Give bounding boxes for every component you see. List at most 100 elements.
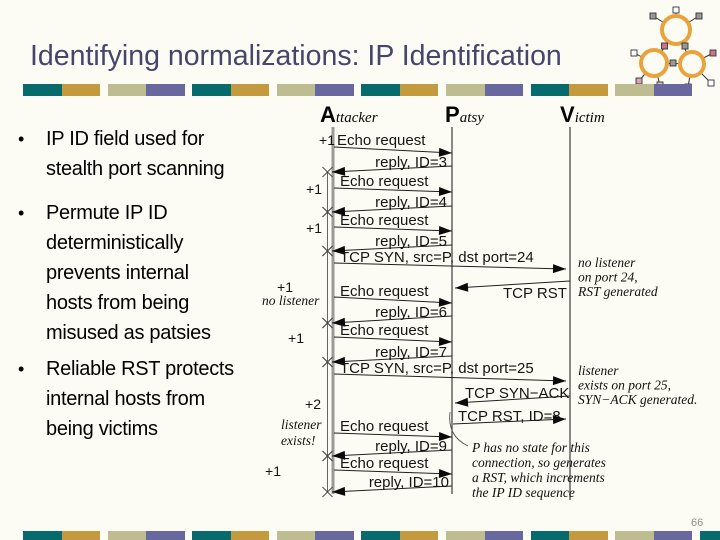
arrowhead-icon <box>455 282 469 292</box>
message-label: reply, ID=9 <box>375 438 447 455</box>
increment-cross-icon <box>322 450 333 462</box>
message-arrow <box>331 205 453 213</box>
increment-label: +1 <box>288 330 304 346</box>
increment-cross-icon <box>322 356 333 368</box>
message-label: Echo request <box>340 322 429 339</box>
message-arrow <box>331 485 453 493</box>
message-arrow <box>333 146 453 154</box>
accent-bar-segment <box>23 531 62 540</box>
message-arrow <box>452 418 567 425</box>
accent-bar-segment <box>107 531 147 540</box>
message-label: reply, ID=7 <box>375 344 447 361</box>
message-arrow <box>331 244 453 252</box>
arrowhead-icon <box>438 297 452 307</box>
message-arrow <box>454 395 571 404</box>
accent-bar-segment <box>615 531 654 540</box>
arrowhead-icon <box>552 264 566 274</box>
message-label: reply, ID=10 <box>369 474 449 491</box>
accent-bar-segment <box>315 84 354 96</box>
bullet-item: • Reliable RST protects internal hosts f… <box>18 354 268 444</box>
arrowhead-icon <box>332 317 346 327</box>
accent-bar-segment <box>569 84 608 96</box>
message-label: Echo request <box>340 418 429 435</box>
accent-bar-segment <box>484 531 523 540</box>
arrowhead-icon <box>438 469 452 479</box>
accent-bar-segment <box>399 531 439 540</box>
increment-cross-icon <box>322 356 333 368</box>
bullet-item: • Permute IP ID deterministically preven… <box>18 198 268 348</box>
accent-bar-segment <box>107 84 147 96</box>
message-arrow <box>331 315 453 324</box>
increment-cross-icon <box>322 356 333 368</box>
arrowhead-icon <box>332 356 346 366</box>
increment-cross-icon <box>322 486 333 498</box>
message-label: Echo request <box>340 173 429 190</box>
increment-cross-icon <box>322 317 333 329</box>
increment-label: +1 <box>306 181 322 197</box>
increment-label: +1 <box>277 279 293 295</box>
message-label: reply, ID=3 <box>375 154 447 171</box>
arrowhead-icon <box>552 415 566 425</box>
accent-bar-segment <box>361 84 400 96</box>
arrowhead-icon <box>438 432 452 442</box>
message-label: reply, ID=6 <box>375 304 447 321</box>
message-label: TCP SYN, src=P, dst port=24 <box>340 249 534 266</box>
message-arrow <box>333 432 453 438</box>
message-label: TCP RST <box>503 285 567 302</box>
increment-cross-icon <box>322 166 333 178</box>
arrowhead-icon <box>552 376 566 386</box>
increment-cross-icon <box>322 245 333 257</box>
increment-cross-icon <box>322 245 333 257</box>
page-title: Identifying normalizations: IP Identific… <box>30 40 562 72</box>
accent-bar-segment <box>484 84 523 96</box>
accent-bar-segment <box>315 531 354 540</box>
accent-bar-segment <box>446 84 485 96</box>
page-number: 66 <box>691 517 704 529</box>
increment-cross-icon <box>322 450 333 462</box>
increment-cross-icon <box>322 450 333 462</box>
arrowhead-icon <box>455 397 469 407</box>
message-arrow <box>333 296 453 304</box>
accent-bar-segment <box>61 531 100 540</box>
message-label: reply, ID=4 <box>375 194 447 211</box>
actor-label: Attacker <box>320 102 378 127</box>
accent-bar-segment <box>446 531 485 540</box>
bullet-marker: • <box>18 359 25 379</box>
accent-bar-segment <box>653 531 693 540</box>
arrowhead-icon <box>438 226 452 236</box>
bullet-item: • IP ID field used for stealth port scan… <box>18 124 268 184</box>
message-arrow <box>454 280 571 289</box>
arrowhead-icon <box>332 245 346 255</box>
accent-bar-segment <box>192 531 231 540</box>
note-text: no listener <box>262 293 320 308</box>
bullet-text: Permute IP ID deterministically prevents… <box>46 202 211 344</box>
message-label: reply, ID=5 <box>375 233 447 250</box>
increment-cross-icon <box>322 317 333 329</box>
increment-cross-icon <box>322 245 333 257</box>
increment-label: +2 <box>305 396 321 412</box>
accent-bar-segment <box>530 84 570 96</box>
accent-bar-segment <box>61 84 100 96</box>
message-label: Echo request <box>337 132 426 149</box>
message-arrow <box>331 355 453 363</box>
increment-cross-icon <box>322 317 333 329</box>
increment-cross-icon <box>322 245 333 257</box>
network-logo-icon <box>630 6 717 91</box>
message-label: Echo request <box>340 455 429 472</box>
inline-label: +1 <box>319 132 335 148</box>
arrowhead-icon <box>438 147 452 157</box>
bullet-marker: • <box>18 203 25 223</box>
message-label: TCP SYN, src=P, dst port=25 <box>340 360 534 377</box>
accent-bar-segment <box>192 84 231 96</box>
increment-label: +1 <box>306 220 322 236</box>
accent-bar-segment <box>530 531 570 540</box>
accent-bar-segment <box>699 531 720 540</box>
actor-label: Patsy <box>445 102 484 127</box>
increment-cross-icon <box>322 206 333 218</box>
bullet-text: IP ID field used for stealth port scanni… <box>46 128 225 180</box>
arrowhead-icon <box>332 450 346 460</box>
